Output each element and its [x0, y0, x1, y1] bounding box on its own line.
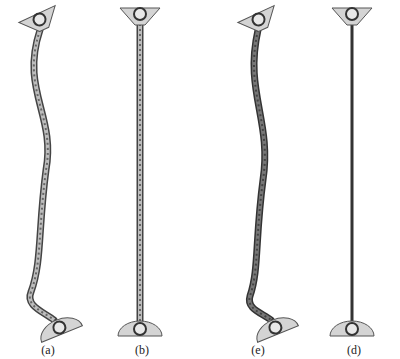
figure-label: (e) [251, 344, 264, 356]
bottom-anchor [118, 321, 162, 336]
slack-rope [249, 30, 271, 320]
figure-label: (a) [41, 344, 54, 356]
taut-rod [351, 22, 354, 324]
bottom-anchor [36, 312, 82, 342]
top-anchor [19, 6, 62, 38]
bottom-anchor [330, 321, 374, 336]
top-anchor [238, 6, 281, 38]
top-anchor [332, 8, 372, 25]
bottom-anchor [252, 312, 298, 342]
top-anchor [120, 8, 160, 25]
figure-label: (d) [347, 344, 361, 356]
taut-rope [140, 24, 141, 322]
slack-rope [30, 30, 54, 320]
figure-label: (b) [135, 344, 149, 356]
